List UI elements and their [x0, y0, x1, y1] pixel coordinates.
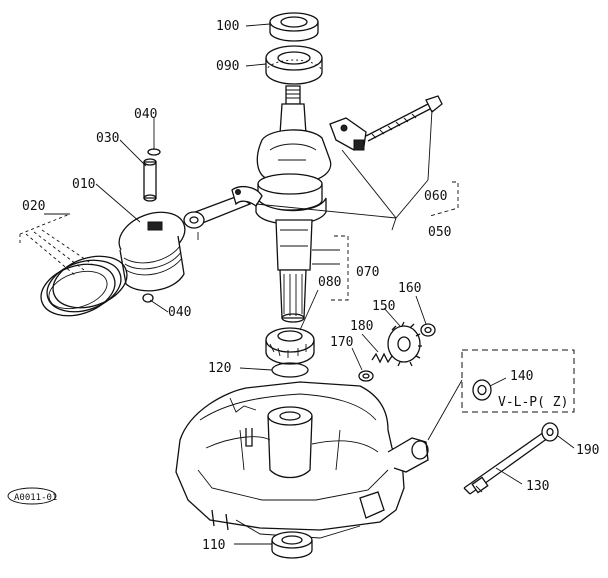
governor-gear-150-part	[387, 321, 422, 367]
callout-020: 020	[22, 199, 45, 214]
callout-160: 160	[398, 281, 421, 296]
callout-080: 080	[318, 275, 341, 290]
gear-080-part	[265, 327, 315, 365]
crankshaft-050-part	[255, 85, 332, 323]
circlip-040-bottom-part	[142, 293, 154, 303]
variant-box	[461, 349, 575, 413]
callout-130: 130	[526, 479, 549, 494]
callout-120: 120	[208, 361, 231, 376]
stamp-text: A0011-01	[14, 493, 57, 503]
bushing-140-part	[472, 379, 492, 401]
piston-010-part	[118, 211, 186, 292]
washer-170-part	[358, 370, 374, 382]
variant-note: V-L-P( Z)	[498, 395, 568, 410]
callout-labels: 100 090 040 030 010 020 060 050 070 080 …	[22, 19, 599, 553]
callout-070: 070	[356, 265, 379, 280]
washer-160-part	[420, 323, 436, 337]
callout-170: 170	[330, 335, 353, 350]
callout-090: 090	[216, 59, 239, 74]
callout-150: 150	[372, 299, 395, 314]
callout-030: 030	[96, 131, 119, 146]
piston-pin-030-part	[143, 158, 157, 202]
oil-seal-100-part	[269, 12, 319, 42]
callout-180: 180	[350, 319, 373, 334]
callout-140: 140	[510, 369, 533, 384]
callout-100: 100	[216, 19, 239, 34]
spring-180-part	[371, 352, 393, 364]
leader-lines	[19, 23, 575, 545]
washer-120-part	[271, 362, 309, 378]
crankcase-part	[175, 381, 429, 539]
reference-stamp: A0011-01	[7, 487, 57, 505]
callout-110: 110	[202, 538, 225, 553]
callout-040-top: 040	[134, 107, 157, 122]
callout-060: 060	[424, 189, 447, 204]
oil-seal-110-part	[271, 531, 313, 559]
washer-190-part	[541, 422, 559, 442]
counterweight-060-part	[329, 95, 443, 151]
piston-rings-020-part	[40, 255, 128, 317]
bearing-090-part	[265, 45, 323, 85]
callout-010: 010	[72, 177, 95, 192]
connecting-rod-part	[183, 185, 263, 240]
governor-shaft-130-part	[463, 431, 549, 495]
callout-050: 050	[428, 225, 451, 240]
callout-190: 190	[576, 443, 599, 458]
callout-040-bottom: 040	[168, 305, 191, 320]
